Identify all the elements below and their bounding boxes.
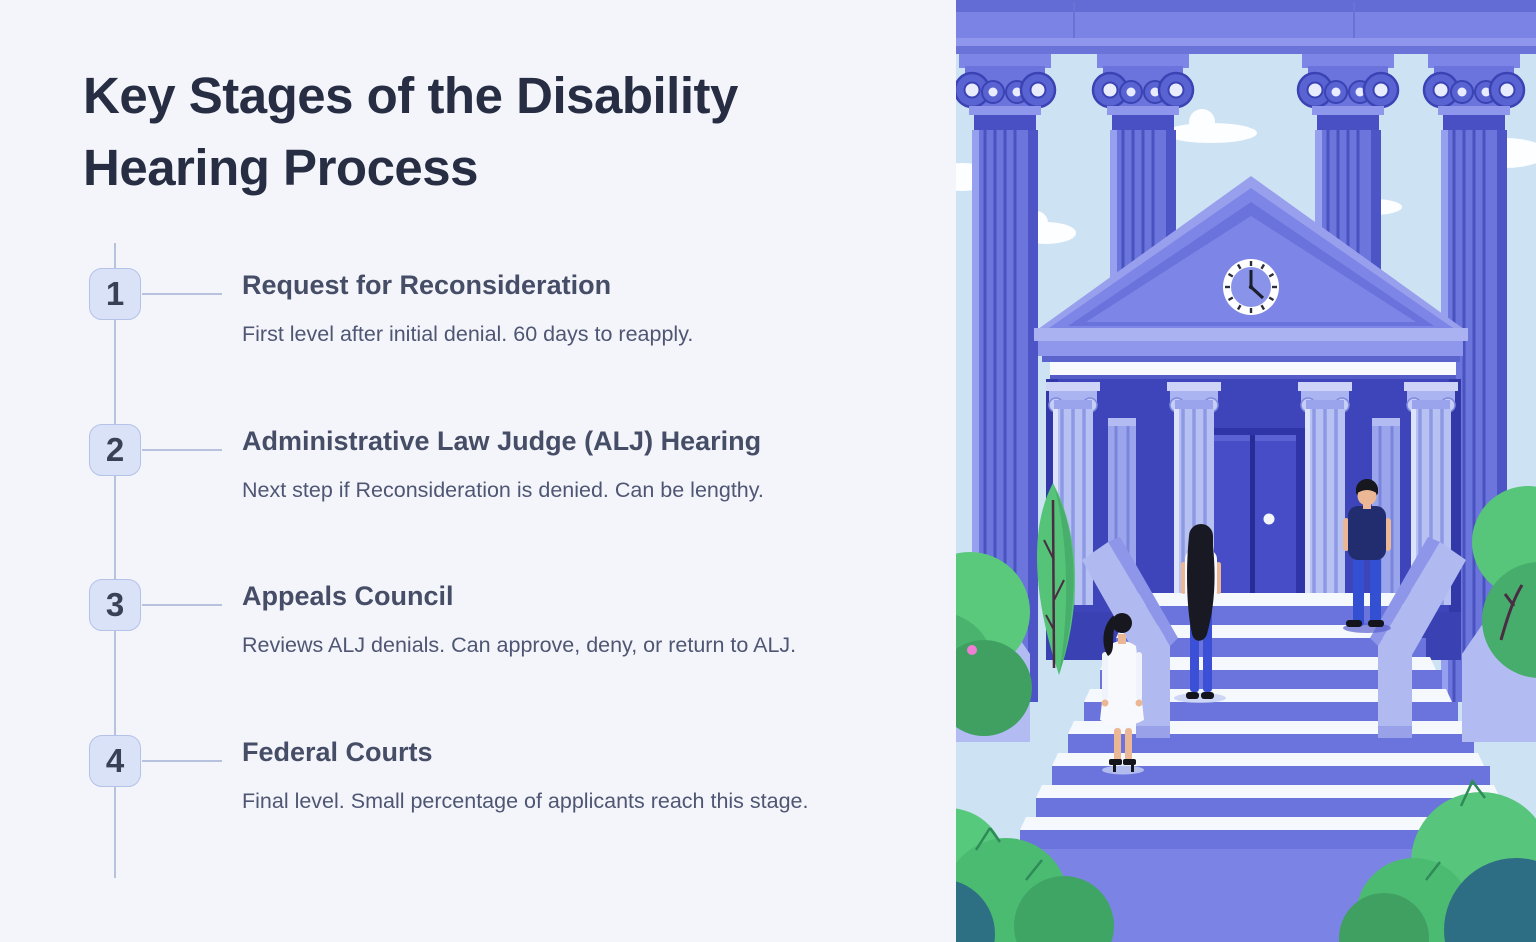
courthouse-illustration xyxy=(956,0,1536,942)
step-connector xyxy=(142,449,222,451)
step-title: Federal Courts xyxy=(242,737,433,767)
step-badge-1: 1 xyxy=(89,268,141,320)
timeline-line xyxy=(114,243,116,878)
right-bush xyxy=(1472,486,1536,678)
step-connector xyxy=(142,293,222,295)
step-item-3: 3 Appeals Council Reviews ALJ denials. C… xyxy=(0,579,956,729)
step-title: Request for Reconsideration xyxy=(242,270,612,300)
step-description: First level after initial denial. 60 day… xyxy=(242,322,694,346)
content-panel: Key Stages of the Disability Hearing Pro… xyxy=(0,67,956,885)
person-woman-long-hair xyxy=(1174,524,1226,703)
step-item-2: 2 Administrative Law Judge (ALJ) Hearing… xyxy=(0,424,956,574)
step-badge-4: 4 xyxy=(89,735,141,787)
bottom-left-bushes xyxy=(956,808,1114,942)
page-title: Key Stages of the Disability Hearing Pro… xyxy=(83,67,738,196)
step-title: Appeals Council xyxy=(242,581,454,611)
step-number: 4 xyxy=(105,742,125,779)
door-knob xyxy=(1263,513,1275,525)
entablature xyxy=(956,0,1536,54)
step-description: Final level. Small percentage of applica… xyxy=(242,789,809,813)
step-item-4: 4 Federal Courts Final level. Small perc… xyxy=(0,735,956,885)
left-tree xyxy=(1036,483,1076,675)
step-title: Administrative Law Judge (ALJ) Hearing xyxy=(242,426,762,456)
left-bush xyxy=(956,552,1032,736)
step-connector xyxy=(142,760,222,762)
step-text: Appeals Council Reviews ALJ denials. Can… xyxy=(242,579,932,664)
architrave-white-band xyxy=(1050,362,1456,375)
step-number: 1 xyxy=(105,275,125,312)
step-text: Administrative Law Judge (ALJ) Hearing N… xyxy=(242,424,932,509)
step-description: Reviews ALJ denials. Can approve, deny, … xyxy=(242,633,797,657)
step-text: Request for Reconsideration First level … xyxy=(242,268,932,353)
flower xyxy=(967,645,977,655)
step-number: 2 xyxy=(105,431,125,468)
step-connector xyxy=(142,604,222,606)
step-text: Federal Courts Final level. Small percen… xyxy=(242,735,932,820)
step-number: 3 xyxy=(105,586,125,623)
bottom-right-bushes xyxy=(1339,779,1536,942)
cornice xyxy=(1034,328,1468,362)
clock-icon xyxy=(1223,259,1279,315)
step-badge-3: 3 xyxy=(89,579,141,631)
step-badge-2: 2 xyxy=(89,424,141,476)
person-woman-ponytail xyxy=(1100,613,1144,775)
step-item-1: 1 Request for Reconsideration First leve… xyxy=(0,268,956,418)
step-description: Next step if Reconsideration is denied. … xyxy=(242,478,764,502)
person-man xyxy=(1343,479,1391,633)
